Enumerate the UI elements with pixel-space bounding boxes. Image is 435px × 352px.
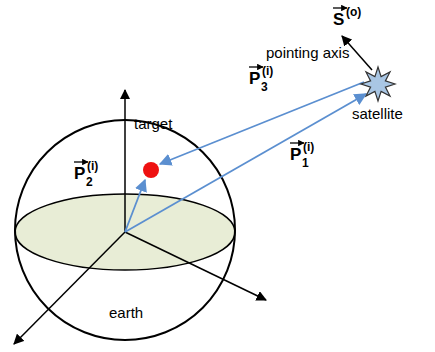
vector-p3 bbox=[160, 82, 364, 164]
earth-label: earth bbox=[109, 305, 143, 320]
vector-mark bbox=[333, 7, 347, 8]
vector-symbol: P bbox=[290, 146, 301, 163]
superscript: (o) bbox=[346, 6, 361, 18]
x-axis bbox=[14, 232, 125, 344]
target-label: target bbox=[134, 116, 172, 131]
vector-mark bbox=[249, 66, 263, 67]
vector-mark bbox=[290, 142, 304, 143]
target-dot bbox=[143, 162, 159, 178]
vector-p2 bbox=[125, 180, 145, 232]
subscript: 1 bbox=[302, 157, 309, 169]
vector-mark bbox=[74, 161, 88, 162]
vector-symbol: P bbox=[249, 70, 260, 87]
y-axis bbox=[125, 232, 266, 300]
vector-symbol: P bbox=[74, 165, 85, 182]
superscript: (i) bbox=[262, 65, 273, 77]
satellite-star bbox=[361, 67, 395, 101]
superscript: (i) bbox=[87, 160, 98, 172]
subscript: 3 bbox=[261, 81, 268, 93]
vector-symbol: S bbox=[333, 11, 344, 28]
satellite-label: satellite bbox=[352, 106, 403, 121]
superscript: (i) bbox=[303, 141, 314, 153]
z-axis bbox=[124, 90, 126, 232]
subscript: 2 bbox=[86, 176, 93, 188]
axis-label: pointing axis bbox=[266, 45, 349, 60]
